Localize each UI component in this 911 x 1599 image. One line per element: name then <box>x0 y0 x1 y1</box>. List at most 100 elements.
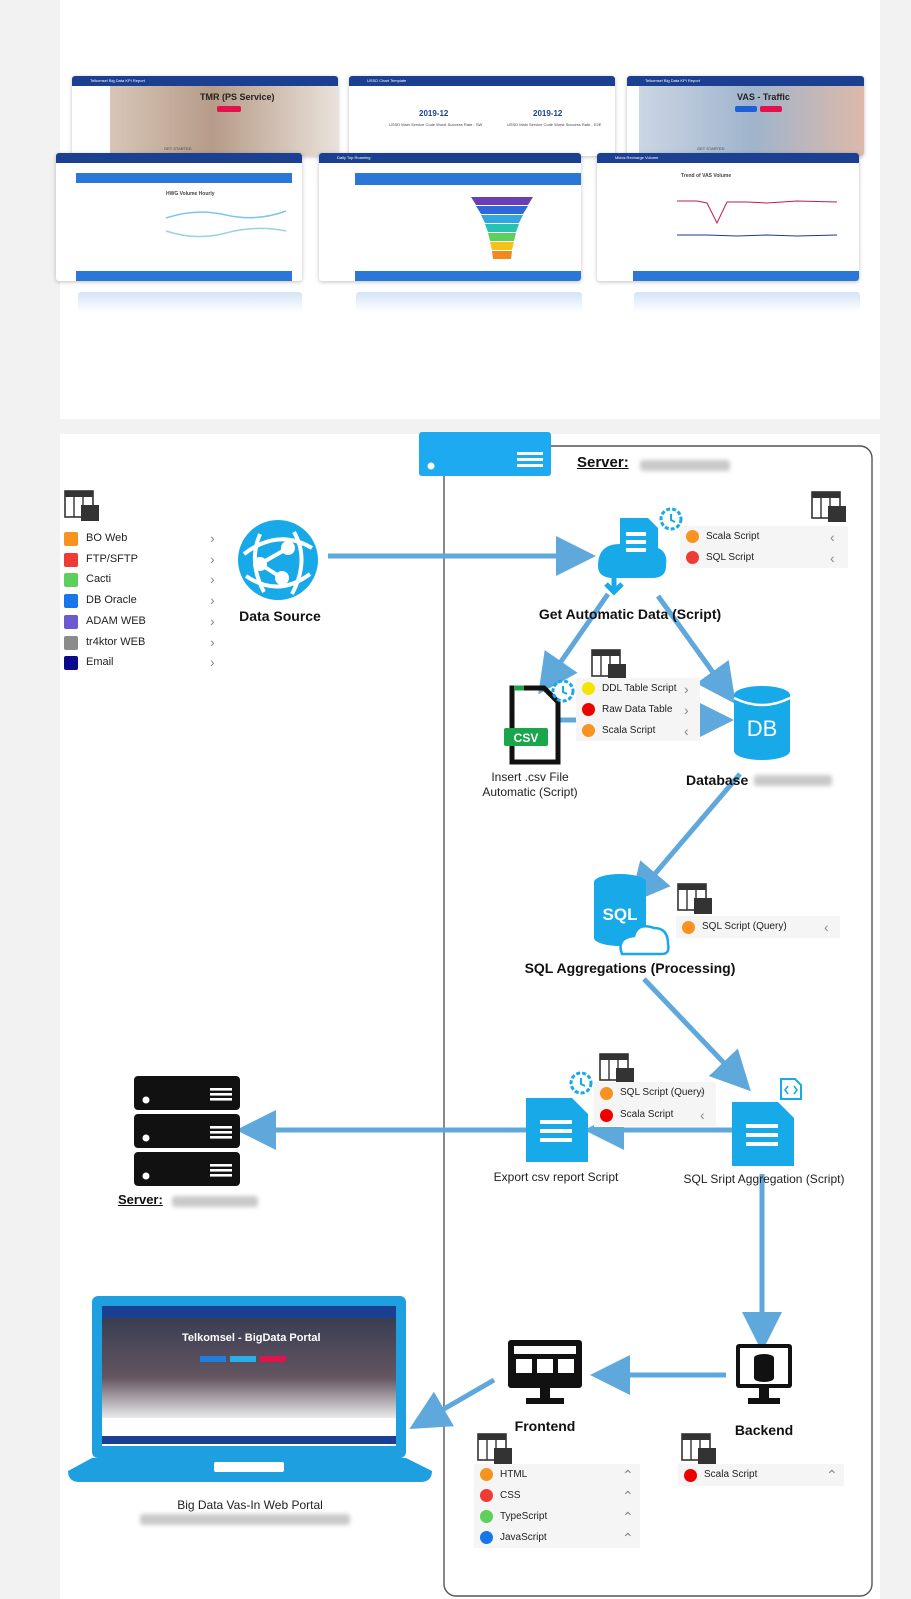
script-item[interactable]: JavaScript⌃ <box>474 1527 640 1549</box>
code-file-icon <box>780 1078 802 1100</box>
laptop-screen-title: Telkomsel - BigData Portal <box>182 1332 321 1344</box>
source-item[interactable]: DB Oracle › <box>64 592 224 612</box>
external-server-label: Server: <box>118 1192 163 1207</box>
sql-scripts-card: SQL Script (Query)‹ <box>676 916 840 939</box>
hwg-topbar <box>56 153 302 163</box>
chevron-right-icon[interactable]: › <box>210 530 215 546</box>
script-label: SQL Script (Query) <box>620 1087 705 1098</box>
chevron-icon[interactable]: ‹ <box>830 549 835 566</box>
mkios-topbar: Mkios Recharge Volume <box>597 153 859 163</box>
script-label: DDL Table Script <box>602 682 677 694</box>
chevron-icon[interactable]: ‹ <box>700 1107 705 1123</box>
source-color-swatch <box>64 573 78 588</box>
source-label: DB Oracle <box>86 594 137 607</box>
script-item[interactable]: SQL Script (Query)› <box>594 1082 716 1105</box>
chevron-icon[interactable]: ‹ <box>824 919 829 935</box>
chevron-right-icon[interactable]: › <box>210 550 215 567</box>
chevron-icon[interactable]: ⌃ <box>622 1466 634 1483</box>
hwg-chart <box>76 210 292 281</box>
sql-icon-text: SQL <box>603 905 638 924</box>
source-item[interactable]: Email › <box>64 654 224 674</box>
script-color-dot <box>582 682 595 695</box>
script-item[interactable]: TypeScript ⌃ <box>474 1506 640 1528</box>
chevron-right-icon[interactable]: › <box>210 612 215 629</box>
sql-script-document-icon <box>732 1102 794 1166</box>
script-item[interactable]: Scala Script ‹ <box>680 526 848 548</box>
chevron-right-icon[interactable]: › <box>210 592 215 609</box>
source-color-swatch <box>64 614 78 629</box>
sql-script-agg-label: SQL Sript Aggregation (Script) <box>683 1172 845 1186</box>
frontend-monitor-icon <box>508 1340 582 1404</box>
sql-aggregations-label: SQL Aggregations (Processing) <box>524 960 736 976</box>
daily-topbar: Daily Top Roaming <box>319 153 581 163</box>
source-item[interactable]: BO Web › <box>64 530 224 550</box>
source-color-swatch <box>64 552 78 567</box>
arrow-sql-to-sqlscript <box>642 977 751 1092</box>
gear-clock-icon <box>659 507 683 531</box>
arrow-getauto-to-db <box>655 594 736 705</box>
source-item[interactable]: FTP/SFTP› <box>64 551 224 571</box>
chevron-right-icon[interactable]: › <box>210 571 215 588</box>
chevron-icon[interactable]: › <box>684 680 689 697</box>
chevron-right-icon[interactable]: › <box>210 633 215 650</box>
chevron-right-icon[interactable]: › <box>210 654 215 671</box>
script-item[interactable]: DDL Table Script › <box>576 678 700 700</box>
script-item[interactable]: CSS ⌃ <box>474 1485 640 1507</box>
chevron-icon[interactable]: ‹ <box>830 528 835 545</box>
source-item[interactable]: Cacti› <box>64 571 224 591</box>
data-sources-list: BO Web›FTP/SFTP›Cacti›DB Oracle›ADAM WEB… <box>64 530 224 680</box>
source-label: Email <box>86 656 114 669</box>
script-item[interactable]: SQL Script‹ <box>680 547 848 569</box>
script-color-dot <box>600 1108 613 1122</box>
funnel-chart <box>355 197 581 281</box>
database-icon: DB <box>733 686 791 760</box>
chevron-icon[interactable]: › <box>684 701 689 718</box>
hwg-title: HWG Volume Hourly <box>166 191 215 197</box>
architecture-diagram-panel: Server: BO Web›FTP/SFTP›Cacti› <box>60 432 880 1599</box>
ussd-topbar: USSD Chart Template <box>349 76 615 86</box>
script-label: Scala Script <box>602 724 656 736</box>
script-item[interactable]: Scala Script⌃ <box>678 1464 844 1487</box>
export-gear-clock-icon <box>569 1071 593 1095</box>
external-server-icon <box>134 1076 240 1186</box>
chevron-icon[interactable]: › <box>700 1085 705 1101</box>
chevron-icon[interactable]: ⌃ <box>622 1487 634 1504</box>
vas-topbar: Telkomsel Big Data KPI Report <box>627 76 864 86</box>
csv-file-icon: CSV <box>504 685 561 765</box>
script-item[interactable]: HTML⌃ <box>474 1464 640 1486</box>
insert-csv-label-1: Insert .csv File <box>491 770 569 784</box>
main-server-ip-redacted <box>640 460 730 471</box>
script-label: CSS <box>500 1489 521 1501</box>
backend-monitor-icon <box>736 1344 792 1404</box>
frontend-scripts-card: HTML⌃CSS⌃TypeScript⌃JavaScript⌃ <box>474 1464 640 1549</box>
get-auto-scripts-card: Scala Script‹SQL Script‹ <box>680 526 848 569</box>
script-item[interactable]: Scala Script ‹ <box>576 720 700 742</box>
get-auto-label: Get Automatic Data (Script) <box>538 606 722 622</box>
script-color-dot <box>686 551 699 564</box>
script-item[interactable]: SQL Script (Query)‹ <box>676 916 840 939</box>
frontend-table-icon <box>477 1433 512 1464</box>
script-label: TypeScript <box>500 1510 548 1522</box>
source-label: tr4ktor WEB <box>86 635 146 648</box>
globe-network-icon <box>238 520 318 600</box>
script-item[interactable]: Scala Script‹ <box>594 1104 716 1127</box>
script-color-dot <box>582 724 595 737</box>
script-item[interactable]: Raw Data Table› <box>576 699 700 721</box>
ussd-month-right: 2019-12 <box>533 109 563 118</box>
get-auto-table-icon <box>811 491 846 522</box>
reflection-right <box>634 292 860 372</box>
source-label: BO Web <box>86 532 128 544</box>
chevron-icon[interactable]: ⌃ <box>826 1467 838 1483</box>
source-item[interactable]: ADAM WEB› <box>64 613 224 633</box>
chevron-icon[interactable]: ‹ <box>684 722 689 739</box>
vas-title: VAS - Traffic <box>737 92 790 102</box>
vas-get-started: GET STARTED <box>697 146 725 151</box>
script-label: Scala Script <box>706 530 760 542</box>
arrow-db-to-sql <box>629 772 742 904</box>
mkios-chart <box>633 200 859 281</box>
insert-csv-label-2: Automatic (Script) <box>482 785 578 799</box>
chevron-icon[interactable]: ⌃ <box>622 1529 634 1546</box>
chevron-icon[interactable]: ⌃ <box>622 1508 634 1525</box>
ussd-chart-left-title: USSD Main Service Code Worst Success Rat… <box>389 122 483 127</box>
source-item[interactable]: tr4ktor WEB › <box>64 634 224 654</box>
